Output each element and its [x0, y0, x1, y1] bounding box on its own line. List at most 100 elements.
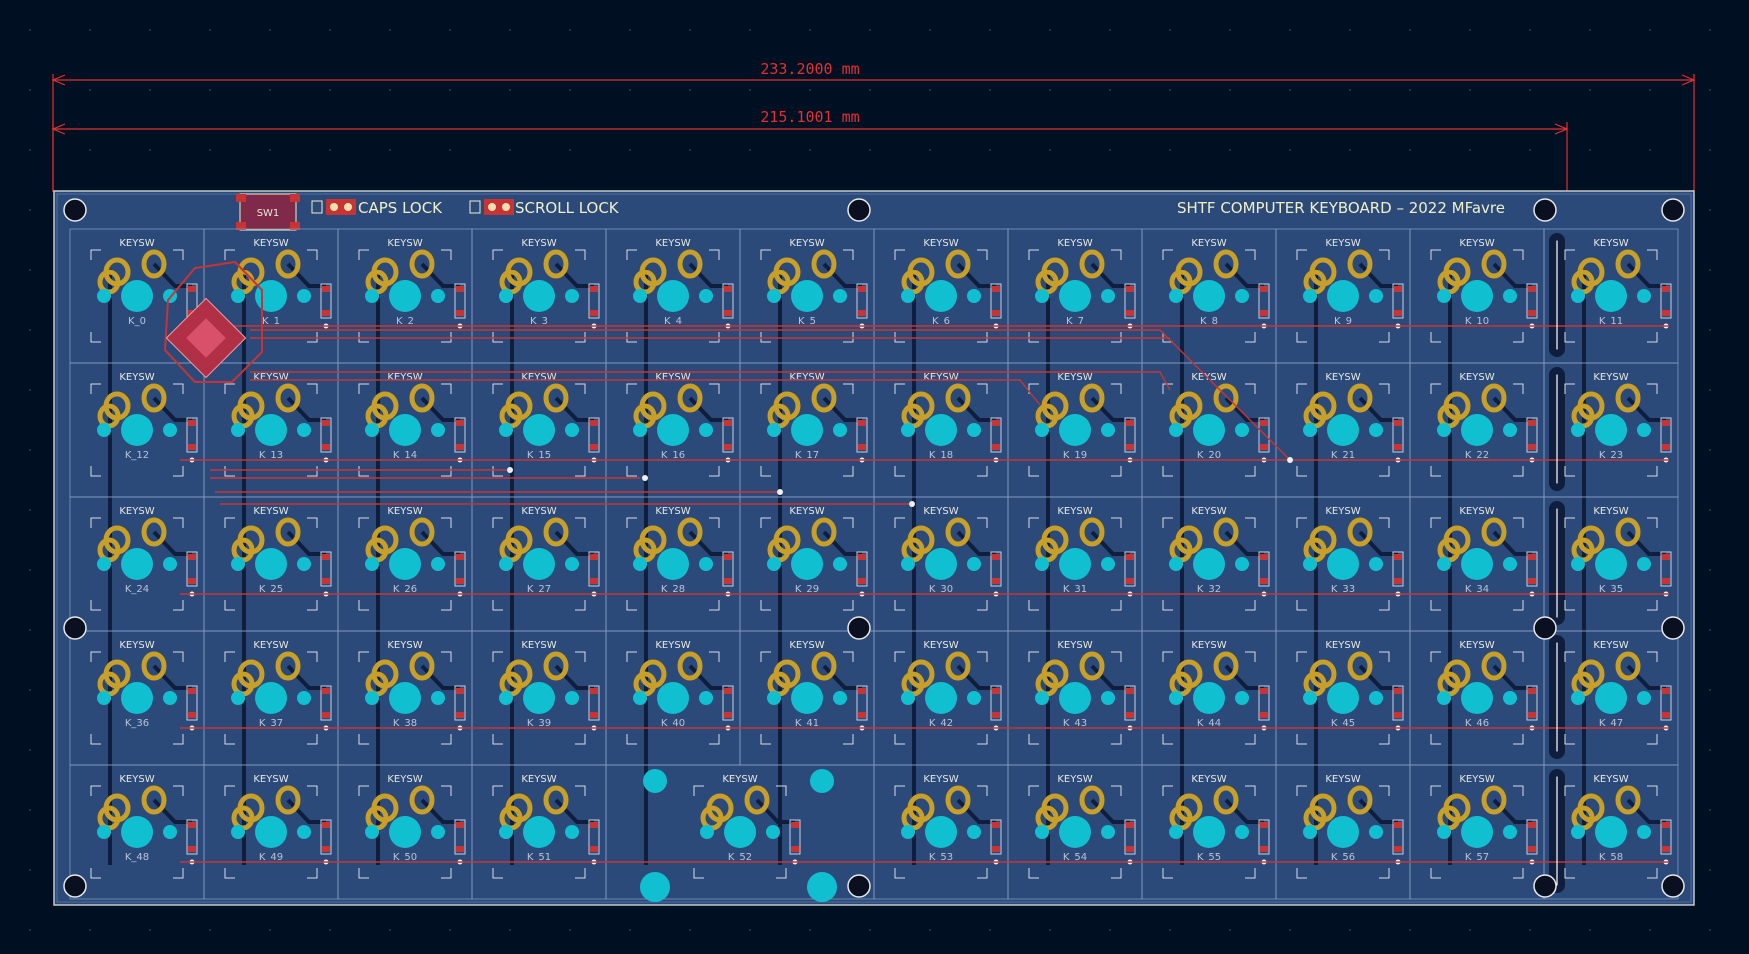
diode-pad: [322, 712, 330, 718]
diode-pad: [1528, 846, 1536, 852]
switch-peg-hole: [297, 825, 311, 839]
key-reference-label: K_44: [1197, 718, 1221, 729]
mounting-hole: [63, 198, 87, 222]
switch-center-hole: [1595, 548, 1627, 580]
switch-courtyard: [1162, 517, 1256, 611]
switch-courtyard: [90, 517, 184, 611]
switch-peg-hole: [1303, 289, 1317, 303]
switch-center-hole: [255, 414, 287, 446]
diode-pad: [456, 688, 464, 694]
switch-center-hole: [121, 548, 153, 580]
diode-pad: [1260, 286, 1268, 292]
switch-peg-hole: [1101, 289, 1115, 303]
diode-pad: [992, 822, 1000, 828]
diode-pad: [1528, 822, 1536, 828]
switch-center-hole: [121, 280, 153, 312]
switch-courtyard: [224, 785, 318, 879]
switch-peg-hole: [1035, 289, 1049, 303]
switch-pad: [1481, 785, 1507, 815]
diode-pad: [188, 712, 196, 718]
diode-outline: [588, 551, 600, 587]
switch-center-hole: [1193, 548, 1225, 580]
key-reference-label: K_14: [393, 450, 417, 461]
key-reference-label: K_20: [1197, 450, 1221, 461]
switch-center-hole: [657, 414, 689, 446]
diode-pad: [1662, 310, 1670, 316]
key-reference-label: K_5: [798, 316, 816, 327]
switch-center-hole: [1461, 682, 1493, 714]
switch-courtyard: [1162, 785, 1256, 879]
switch-center-hole: [121, 414, 153, 446]
diode-outline: [320, 417, 332, 453]
switch-peg-hole: [1035, 825, 1049, 839]
switch-center-hole: [389, 280, 421, 312]
diode-pad: [1126, 444, 1134, 450]
switch-footprint-label: KEYSW: [1325, 372, 1360, 383]
diode-outline: [856, 417, 868, 453]
switch-center-hole: [255, 682, 287, 714]
switch-pad: [1481, 651, 1507, 681]
switch-pad: [1079, 383, 1105, 413]
diode-pad: [858, 420, 866, 426]
switch-courtyard: [1430, 651, 1524, 745]
switch-courtyard: [626, 517, 720, 611]
diode-pad: [1126, 578, 1134, 584]
diode-pad: [1528, 554, 1536, 560]
switch-peg-hole: [565, 423, 579, 437]
switch-peg-hole: [633, 289, 647, 303]
switch-courtyard: [760, 517, 854, 611]
switch-courtyard: [492, 785, 586, 879]
switch-peg-hole: [1101, 423, 1115, 437]
diode-pad: [322, 846, 330, 852]
switch-peg-hole: [231, 557, 245, 571]
switch-peg-hole: [565, 825, 579, 839]
switch-peg-hole: [97, 289, 111, 303]
diode-pad: [992, 420, 1000, 426]
switch-peg-hole: [1235, 289, 1249, 303]
switch-peg-hole: [1035, 691, 1049, 705]
mounting-hole: [1533, 874, 1557, 898]
diode-pad: [188, 420, 196, 426]
switch-footprint-label: KEYSW: [1325, 238, 1360, 249]
switch-footprint-label: KEYSW: [1459, 640, 1494, 651]
diode-pad: [992, 846, 1000, 852]
switch-peg-hole: [967, 825, 981, 839]
switch-footprint-label: KEYSW: [387, 506, 422, 517]
diode-pad: [456, 712, 464, 718]
switch-footprint-label: KEYSW: [387, 774, 422, 785]
switch-courtyard: [1028, 383, 1122, 477]
switch-peg-hole: [231, 825, 245, 839]
switch-pad: [543, 383, 569, 413]
switch-pad: [1347, 651, 1373, 681]
diode-pad: [1662, 688, 1670, 694]
switch-center-hole: [523, 816, 555, 848]
switch-peg-hole: [1101, 691, 1115, 705]
diode-outline: [454, 685, 466, 721]
diode-pad: [992, 554, 1000, 560]
switch-pad: [1481, 383, 1507, 413]
switch-pad: [1615, 785, 1641, 815]
diode-pad: [992, 444, 1000, 450]
switch-courtyard: [90, 249, 184, 343]
diode-pad: [1394, 822, 1402, 828]
switch-peg-hole: [833, 289, 847, 303]
switch-peg-hole: [365, 289, 379, 303]
switch-center-hole: [1059, 414, 1091, 446]
switch-center-hole: [523, 548, 555, 580]
switch-peg-hole: [1303, 825, 1317, 839]
switch-peg-hole: [431, 423, 445, 437]
switch-center-hole: [523, 682, 555, 714]
key-reference-label: K_38: [393, 718, 417, 729]
switch-peg-hole: [901, 423, 915, 437]
switch-center-hole: [925, 682, 957, 714]
switch-peg-hole: [1637, 557, 1651, 571]
switch-courtyard: [492, 249, 586, 343]
